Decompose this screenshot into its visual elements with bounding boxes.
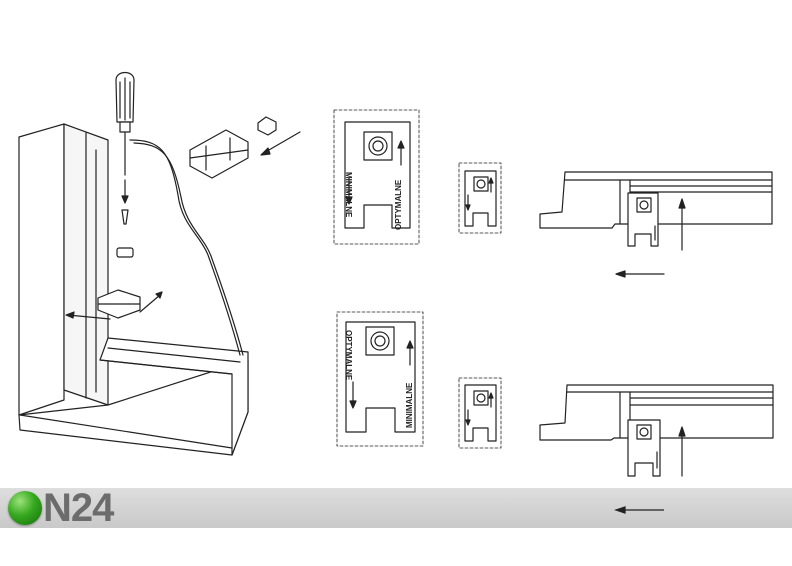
label-minimalne-bottom: MINIMALNE <box>405 382 414 428</box>
bracket-template-small-top <box>458 162 502 234</box>
profile-section-bottom <box>539 384 774 514</box>
bracket-template-optymalne-bottom <box>336 311 424 447</box>
footer-bar <box>0 488 792 528</box>
label-minimalne-top: MINIMALNE <box>344 172 353 218</box>
arrow-left-icon <box>65 311 111 320</box>
window-frame-illustration <box>18 71 301 456</box>
logo-dot-icon <box>8 491 42 525</box>
label-optymalne-top: OPTYMALNE <box>394 179 403 230</box>
brand-logo: N24 <box>8 486 114 530</box>
profile-section-top <box>539 171 773 278</box>
arrow-down-icon <box>121 179 129 204</box>
screwdriver-icon <box>115 71 135 176</box>
bracket-template-small-bottom <box>458 377 502 449</box>
label-optymalne-bottom: OPTYMALNE <box>344 330 353 381</box>
logo-text: N24 <box>43 486 114 530</box>
bracket-template-minimalne-top <box>333 109 420 245</box>
